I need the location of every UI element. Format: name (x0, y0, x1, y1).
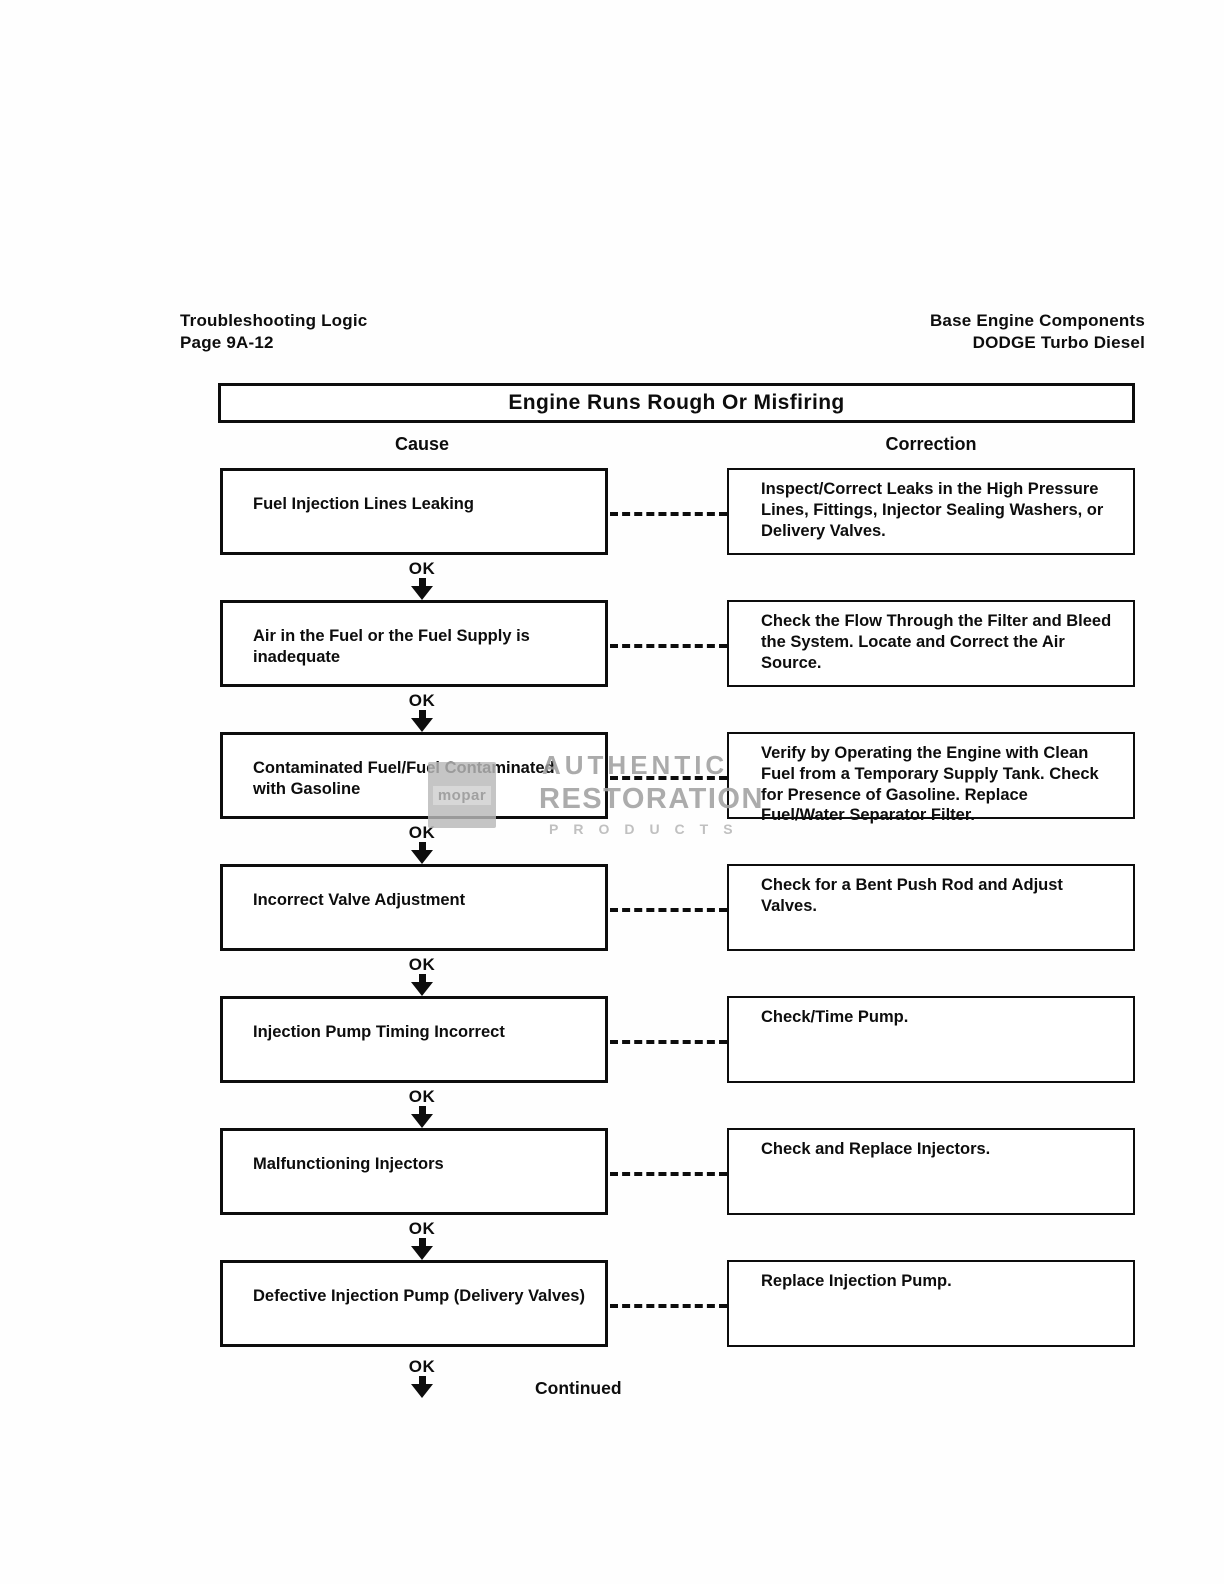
down-arrow-icon (411, 1106, 433, 1128)
correction-text: Check for a Bent Push Rod and Adjust Val… (761, 876, 1063, 915)
correction-text: Check the Flow Through the Filter and Bl… (761, 612, 1112, 672)
cause-text: Defective Injection Pump (Delivery Valve… (253, 1287, 585, 1305)
correction-box: Check for a Bent Push Rod and Adjust Val… (727, 864, 1135, 951)
arrow-stem (418, 974, 426, 982)
correction-column-header: Correction (885, 434, 977, 454)
cause-column-header: Cause (394, 434, 450, 454)
arrow-stem (418, 1376, 426, 1384)
arrow-head (411, 718, 433, 732)
down-arrow-icon (411, 710, 433, 732)
troubleshooting-flowchart: Engine Runs Rough Or Misfiring Cause Cor… (218, 383, 1135, 1407)
arrow-head (411, 982, 433, 996)
column-headers: Cause Correction (218, 423, 1135, 468)
correction-text: Verify by Operating the Engine with Clea… (761, 744, 1099, 825)
arrow-head (411, 1384, 433, 1398)
flow-row: Incorrect Valve Adjustment Check for a B… (218, 864, 1135, 951)
connector-dashed-line (610, 1040, 727, 1044)
ok-connector: OK (218, 555, 1135, 600)
ok-connector: OK (218, 819, 1135, 864)
ok-label: OK (408, 955, 436, 974)
correction-text: Inspect/Correct Leaks in the High Pressu… (761, 480, 1104, 540)
header-section-title: Troubleshooting Logic (180, 311, 368, 330)
cause-text: Fuel Injection Lines Leaking (253, 495, 474, 513)
correction-box: Replace Injection Pump. (727, 1260, 1135, 1347)
ok-label: OK (408, 823, 436, 842)
cause-box: Injection Pump Timing Incorrect (220, 996, 608, 1083)
cause-box: Contaminated Fuel/Fuel Contaminated with… (220, 732, 608, 819)
correction-box: Check/Time Pump. (727, 996, 1135, 1083)
cause-text: Injection Pump Timing Incorrect (253, 1023, 505, 1041)
down-arrow-icon (411, 578, 433, 600)
header-vehicle-model: DODGE Turbo Diesel (972, 333, 1145, 353)
header-left: Troubleshooting Logic Page 9A-12 (180, 310, 367, 355)
correction-box: Check and Replace Injectors. (727, 1128, 1135, 1215)
flow-row: Malfunctioning Injectors Check and Repla… (218, 1128, 1135, 1215)
flow-row: Defective Injection Pump (Delivery Valve… (218, 1260, 1135, 1347)
cause-box: Malfunctioning Injectors (220, 1128, 608, 1215)
cause-box: Fuel Injection Lines Leaking (220, 468, 608, 555)
cause-box: Air in the Fuel or the Fuel Supply is in… (220, 600, 608, 687)
down-arrow-icon (411, 1238, 433, 1260)
correction-text: Check/Time Pump. (761, 1008, 909, 1026)
ok-connector: OK (218, 1083, 1135, 1128)
flowchart-rows: Fuel Injection Lines Leaking Inspect/Cor… (218, 468, 1135, 1407)
header-right: Base Engine Components DODGE Turbo Diese… (930, 310, 1145, 355)
cause-text: Contaminated Fuel/Fuel Contaminated with… (253, 759, 555, 798)
ok-label: OK (408, 1219, 436, 1238)
correction-box: Check the Flow Through the Filter and Bl… (727, 600, 1135, 687)
flowchart-title-box: Engine Runs Rough Or Misfiring (218, 383, 1135, 423)
ok-connector: OK Continued (218, 1347, 1135, 1407)
ok-connector: OK (218, 687, 1135, 732)
connector-dashed-line (610, 644, 727, 648)
flow-row: Fuel Injection Lines Leaking Inspect/Cor… (218, 468, 1135, 555)
ok-connector: OK (218, 951, 1135, 996)
down-arrow-icon (411, 1376, 433, 1398)
flowchart-title: Engine Runs Rough Or Misfiring (508, 391, 845, 414)
flow-row: Air in the Fuel or the Fuel Supply is in… (218, 600, 1135, 687)
down-arrow-icon (411, 974, 433, 996)
arrow-stem (418, 578, 426, 586)
correction-text: Check and Replace Injectors. (761, 1140, 991, 1158)
flow-row: Injection Pump Timing Incorrect Check/Ti… (218, 996, 1135, 1083)
cause-box: Defective Injection Pump (Delivery Valve… (220, 1260, 608, 1347)
arrow-stem (418, 842, 426, 850)
cause-text: Incorrect Valve Adjustment (253, 891, 466, 909)
correction-box: Verify by Operating the Engine with Clea… (727, 732, 1135, 824)
ok-label: OK (408, 1087, 436, 1106)
down-arrow-icon (411, 842, 433, 864)
correction-box: Inspect/Correct Leaks in the High Pressu… (727, 468, 1135, 555)
header-component-group: Base Engine Components (929, 311, 1145, 330)
ok-label: OK (408, 1357, 436, 1376)
connector-dashed-line (610, 776, 727, 780)
cause-box: Incorrect Valve Adjustment (220, 864, 608, 951)
arrow-stem (418, 1238, 426, 1246)
connector-dashed-line (610, 1172, 727, 1176)
arrow-head (411, 586, 433, 600)
header-page-number: Page 9A-12 (180, 333, 274, 353)
connector-dashed-line (610, 908, 727, 912)
ok-connector: OK (218, 1215, 1135, 1260)
cause-text: Malfunctioning Injectors (253, 1155, 444, 1173)
correction-text: Replace Injection Pump. (761, 1272, 952, 1290)
arrow-stem (418, 1106, 426, 1114)
arrow-head (411, 1114, 433, 1128)
flow-row: Contaminated Fuel/Fuel Contaminated with… (218, 732, 1135, 824)
cause-text: Air in the Fuel or the Fuel Supply is in… (253, 627, 530, 666)
connector-dashed-line (610, 1304, 727, 1308)
continued-label: Continued (535, 1378, 622, 1398)
arrow-head (411, 1246, 433, 1260)
ok-label: OK (408, 691, 436, 710)
connector-dashed-line (610, 512, 727, 516)
ok-label: OK (408, 559, 436, 578)
arrow-stem (418, 710, 426, 718)
arrow-head (411, 850, 433, 864)
